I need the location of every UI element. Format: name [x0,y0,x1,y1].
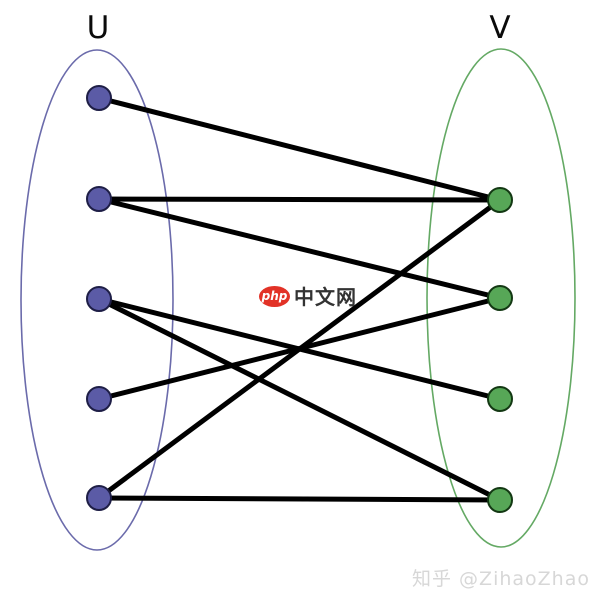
node-v2 [487,285,513,311]
edge-u3-v4 [97,296,502,503]
node-v1 [487,187,513,213]
set-u-label: U [86,10,110,46]
node-u4 [86,386,112,412]
node-v4 [487,487,513,513]
set-v-ellipse [426,48,576,548]
node-u3 [86,286,112,312]
edge-u5-v1 [97,197,502,501]
node-u1 [86,85,112,111]
edge-u5-v4 [98,495,501,503]
edge-u1-v1 [98,95,501,203]
author-credit-text: 知乎 @ZihaoZhao [412,568,590,590]
set-v-label: V [489,10,511,46]
set-u-ellipse [20,49,174,551]
node-u2 [86,186,112,212]
node-u5 [86,485,112,511]
node-v3 [487,386,513,412]
edge-u2-v2 [98,196,501,301]
edge-u2-v1 [98,196,501,203]
